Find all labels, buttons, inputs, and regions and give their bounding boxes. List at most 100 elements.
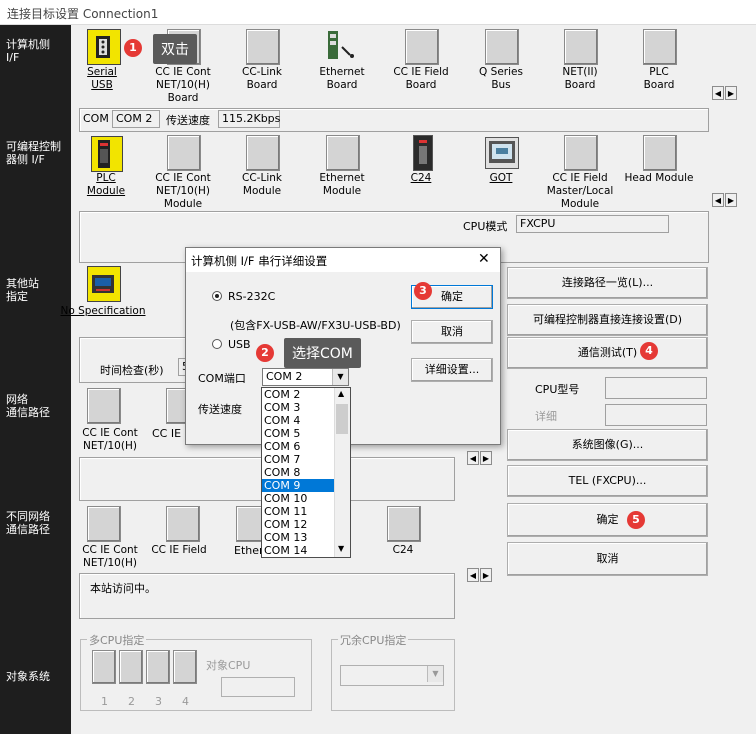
com-port-select[interactable]: COM 2 ▼ <box>262 368 349 386</box>
route-list-button[interactable]: 连接路径一览(L)... <box>507 267 708 299</box>
ccie-cont-board-label: CC IE Cont NET/10(H) Board <box>155 66 211 104</box>
comm-test-button[interactable]: 通信测试(T) <box>507 337 708 369</box>
step-1-tooltip: 双击 <box>153 34 197 64</box>
com-port-value: COM 2 <box>266 370 303 383</box>
com-list-scrollbar[interactable]: ▲ ▼ <box>334 388 350 557</box>
c24-module-icon[interactable] <box>413 135 433 171</box>
com-option[interactable]: COM 6 <box>264 440 301 453</box>
cclink-module-label: CC-Link Module <box>242 172 282 197</box>
head-module-icon[interactable] <box>643 135 677 171</box>
diff-ccie-cont-icon[interactable] <box>87 506 121 542</box>
ethernet-board-label: Ethernet Board <box>319 66 365 91</box>
com-option[interactable]: COM 3 <box>264 401 301 414</box>
plc-board-icon[interactable] <box>643 29 677 65</box>
ethernet-module-icon[interactable] <box>326 135 360 171</box>
cpu-type-label: CPU型号 <box>535 383 580 396</box>
dialog-detail-button[interactable]: 详细设置... <box>411 358 493 382</box>
ccie-field-module-icon[interactable] <box>564 135 598 171</box>
sidebar-network-route: 网络 通信路径 <box>6 393 50 419</box>
cclink-module-icon[interactable] <box>246 135 280 171</box>
com-option[interactable]: COM 12 <box>264 518 308 531</box>
step-4-badge: 4 <box>640 342 658 360</box>
com-option[interactable]: COM 4 <box>264 414 301 427</box>
cpu-4-box[interactable] <box>173 650 197 684</box>
net2-board-label: NET(II) Board <box>562 66 598 91</box>
q-series-bus-label: Q Series Bus <box>479 66 523 91</box>
ccie-cont-module-icon[interactable] <box>167 135 201 171</box>
got-icon[interactable] <box>485 137 519 169</box>
network-ccie-cont-icon[interactable] <box>87 388 121 424</box>
title-bar: 连接目标设置 Connection1 <box>0 0 756 25</box>
plc-board-label: PLC Board <box>643 66 675 91</box>
diff-ccie-cont-label: CC IE Cont NET/10(H) <box>82 544 138 569</box>
diff-c24-icon[interactable] <box>387 506 421 542</box>
cpu-mode-label: CPU模式 <box>463 220 508 233</box>
ccie-field-module-label: CC IE Field Master/Local Module <box>546 172 614 210</box>
com-option[interactable]: COM 5 <box>264 427 301 440</box>
redundant-cpu-select[interactable]: ▼ <box>340 665 444 686</box>
ok-button[interactable]: 确定 <box>507 503 708 537</box>
rs232c-radio[interactable] <box>212 291 222 301</box>
multi-cpu-group: 多CPU指定 1 2 3 4 对象CPU <box>80 632 312 711</box>
ccie-field-board-icon[interactable] <box>405 29 439 65</box>
scroll-up-icon[interactable]: ▲ <box>338 389 345 398</box>
com-option[interactable]: COM 9 <box>262 479 350 492</box>
plc-if-scroll-right-icon[interactable]: ▶ <box>725 193 737 207</box>
com-port-dropdown-icon[interactable]: ▼ <box>332 369 348 385</box>
scroll-down-icon[interactable]: ▼ <box>338 544 345 553</box>
cpu-3-box[interactable] <box>146 650 170 684</box>
cpu-number-1: 1 <box>101 695 108 708</box>
cancel-button[interactable]: 取消 <box>507 542 708 576</box>
redundant-cpu-label: 冗余CPU指定 <box>338 632 409 648</box>
diff-scroll-left-icon[interactable]: ◀ <box>467 568 479 582</box>
ccie-field-board-label: CC IE Field Board <box>393 66 449 91</box>
target-cpu-field[interactable] <box>221 677 295 697</box>
net2-board-icon[interactable] <box>564 29 598 65</box>
step-3-badge: 3 <box>414 282 432 300</box>
usb-radio[interactable] <box>212 339 222 349</box>
plc-module-icon[interactable] <box>91 136 123 172</box>
ethernet-board-icon[interactable] <box>326 29 358 63</box>
speed-label: 传送速度 <box>166 114 210 127</box>
serial-settings-dialog: 计算机侧 I/F 串行详细设置 ✕ RS-232C (包含FX-USB-AW/F… <box>185 247 501 445</box>
scroll-thumb[interactable] <box>336 404 348 434</box>
rs232c-note: (包含FX-USB-AW/FX3U-USB-BD) <box>230 319 401 332</box>
com-option[interactable]: COM 14 <box>264 544 308 557</box>
network-scroll-right-icon[interactable]: ▶ <box>480 451 492 465</box>
com-option[interactable]: COM 2 <box>264 388 301 401</box>
com-option[interactable]: COM 11 <box>264 505 308 518</box>
dialog-cancel-button[interactable]: 取消 <box>411 320 493 344</box>
network-scroll-left-icon[interactable]: ◀ <box>467 451 479 465</box>
head-module-label: Head Module <box>624 172 694 184</box>
com-option[interactable]: COM 10 <box>264 492 308 505</box>
system-image-button[interactable]: 系统图像(G)... <box>507 429 708 461</box>
pc-if-scroll-right-icon[interactable]: ▶ <box>725 86 737 100</box>
diff-ccie-field-icon[interactable] <box>166 506 200 542</box>
diff-scroll-right-icon[interactable]: ▶ <box>480 568 492 582</box>
window-title: 连接目标设置 Connection1 <box>7 7 159 21</box>
serial-usb-label: Serial USB <box>87 66 117 91</box>
step-2-tooltip: 选择COM <box>284 338 361 368</box>
cpu-2-box[interactable] <box>119 650 143 684</box>
tel-button[interactable]: TEL (FXCPU)... <box>507 465 708 497</box>
dialog-title-bar: 计算机侧 I/F 串行详细设置 ✕ <box>186 248 500 272</box>
dialog-title: 计算机侧 I/F 串行详细设置 <box>191 254 328 268</box>
com-option[interactable]: COM 8 <box>264 466 301 479</box>
cpu-1-box[interactable] <box>92 650 116 684</box>
serial-usb-icon[interactable] <box>87 29 121 65</box>
com-option[interactable]: COM 7 <box>264 453 301 466</box>
got-label: GOT <box>489 172 513 184</box>
multi-cpu-label: 多CPU指定 <box>87 632 147 648</box>
com-option[interactable]: COM 13 <box>264 531 308 544</box>
pc-if-scroll-left-icon[interactable]: ◀ <box>712 86 724 100</box>
q-series-bus-icon[interactable] <box>485 29 519 65</box>
status-message: 本站访问中。 <box>90 582 156 595</box>
no-specification-icon[interactable] <box>87 266 121 302</box>
cclink-board-icon[interactable] <box>246 29 280 65</box>
diff-ethernet-icon[interactable] <box>236 506 263 542</box>
plc-if-scroll-left-icon[interactable]: ◀ <box>712 193 724 207</box>
direct-connect-button[interactable]: 可编程控制器直接连接设置(D) <box>507 304 708 336</box>
dialog-close-icon[interactable]: ✕ <box>478 251 490 267</box>
